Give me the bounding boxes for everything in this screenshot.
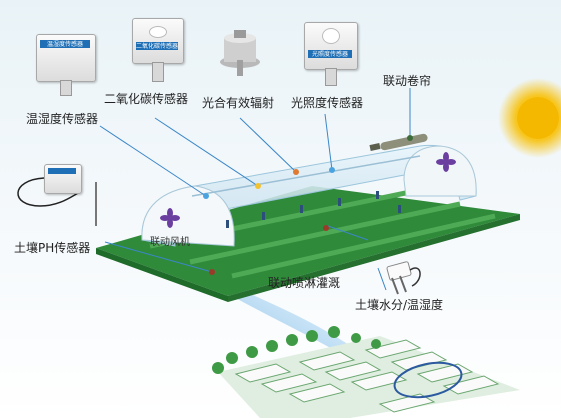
pointer-lines xyxy=(99,88,411,291)
dot-temp xyxy=(203,193,209,199)
farmland-illustration xyxy=(212,326,520,418)
ground-edge xyxy=(96,248,228,302)
dot-soil-ph xyxy=(209,269,215,275)
co2-sensor-device: 二氧化碳传感器 xyxy=(132,18,184,82)
label-curtain: 联动卷帘 xyxy=(383,74,432,88)
dot-par xyxy=(293,169,299,175)
label-temp-humidity: 温湿度传感器 xyxy=(26,112,99,126)
soil-ph-sensor-device xyxy=(44,164,82,194)
label-irrigation: 联动喷淋灌溉 xyxy=(268,276,341,290)
roller-curtain-icon xyxy=(369,133,428,151)
greenhouse-back-wall xyxy=(403,145,477,197)
temp-humidity-sensor-device: 温湿度传感器 xyxy=(36,34,96,96)
label-par: 光合有效辐射 xyxy=(202,96,275,110)
label-soil-ph: 土壤PH传感器 xyxy=(14,241,91,255)
farmland-highlight xyxy=(393,361,463,399)
fan-icon-back xyxy=(436,152,456,172)
label-soil-moisture: 土壤水分/温湿度 xyxy=(355,298,444,312)
dot-light xyxy=(329,167,335,173)
co2-box-label: 二氧化碳传感器 xyxy=(136,43,179,50)
par-sensor-device xyxy=(220,30,260,76)
sun xyxy=(517,97,559,139)
soil-moisture-probe-device xyxy=(386,261,421,295)
temp-humidity-box-label: 温湿度传感器 xyxy=(46,41,83,48)
data-beam xyxy=(222,282,360,360)
sensor-dots xyxy=(203,135,413,275)
label-co2: 二氧化碳传感器 xyxy=(104,92,189,106)
label-fan: 联动风机 xyxy=(150,237,190,248)
soil-ph-cable xyxy=(17,177,81,207)
ground-edge-right xyxy=(228,214,520,302)
ridge-line xyxy=(191,155,421,197)
label-light: 光照度传感器 xyxy=(291,96,364,110)
light-box-label: 光照度传感器 xyxy=(311,51,348,58)
dot-curtain xyxy=(407,135,413,141)
dot-co2 xyxy=(255,183,261,189)
greenhouse-front-wall xyxy=(141,185,235,247)
dot-irrigation xyxy=(323,225,329,231)
fan-icon-front xyxy=(160,208,180,228)
light-sensor-device: 光照度传感器 xyxy=(304,22,358,86)
sprinkler-icons xyxy=(226,191,401,228)
